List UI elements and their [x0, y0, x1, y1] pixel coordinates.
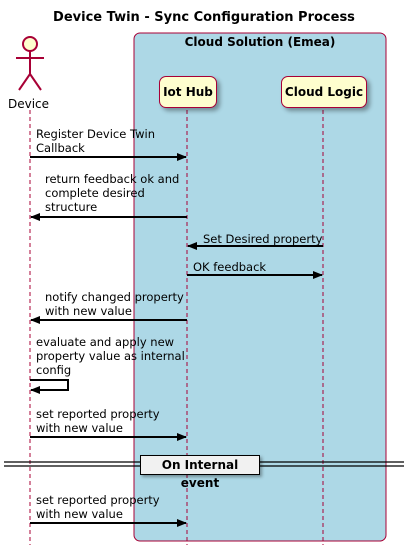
- message-set-desired: Set Desired property: [203, 232, 322, 246]
- message-line: with new value: [36, 421, 123, 435]
- message-line: set reported property: [36, 493, 160, 507]
- message-line: with new value: [45, 304, 132, 318]
- message-line: with new value: [36, 507, 123, 521]
- message-self-evaluate: evaluate and apply new property value as…: [36, 335, 185, 377]
- message-set-reported-1: set reported property with new value: [36, 407, 160, 435]
- device-actor-icon: [16, 36, 44, 91]
- message-line: property value as internal: [36, 349, 185, 363]
- diagram-title: Device Twin - Sync Configuration Process: [53, 10, 355, 25]
- message-line: evaluate and apply new: [36, 335, 175, 349]
- message-line: notify changed property: [45, 290, 184, 304]
- message-line: config: [36, 363, 72, 377]
- message-register-callback: Register Device Twin Callback: [36, 127, 155, 155]
- message-return-feedback: return feedback ok and complete desired …: [45, 172, 179, 214]
- message-line: Set Desired property: [203, 232, 323, 246]
- message-set-reported-2: set reported property with new value: [36, 493, 160, 521]
- message-line: Callback: [36, 141, 85, 155]
- message-line: OK feedback: [193, 260, 267, 274]
- message-line: structure: [45, 200, 98, 214]
- message-notify-changed: notify changed property with new value: [45, 290, 184, 318]
- message-line: set reported property: [36, 407, 160, 421]
- arrow-self-evaluate: [30, 379, 69, 394]
- participant-iothub: Iot Hub: [159, 76, 217, 108]
- message-line: complete desired: [45, 186, 145, 200]
- message-ok-feedback: OK feedback: [193, 260, 266, 274]
- participant-cloudlogic: Cloud Logic: [281, 76, 367, 108]
- participant-device-label: Device: [8, 97, 50, 111]
- cloud-box-title: Cloud Solution (Emea): [184, 35, 336, 49]
- group-label-internal-event: On Internal event: [140, 455, 260, 490]
- message-line: return feedback ok and: [45, 172, 180, 186]
- message-line: Register Device Twin: [36, 127, 155, 141]
